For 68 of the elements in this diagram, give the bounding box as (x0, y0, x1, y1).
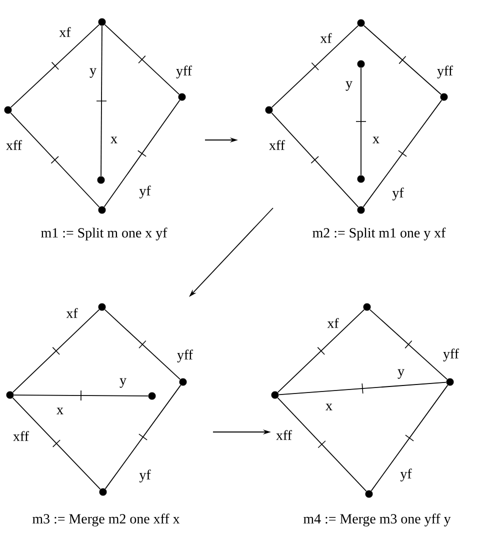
dart-label: y (346, 81, 352, 91)
graph-edge (271, 25, 359, 108)
dart-label: yff (177, 350, 193, 362)
vertex-dot (4, 106, 12, 114)
dart-label: x (56, 408, 64, 414)
vertex-dot (6, 391, 14, 399)
caption: m4 := Merge m3 one yff y (304, 514, 451, 526)
dart-label: xf (320, 33, 332, 43)
caption: m3 := Merge m2 one xff x (32, 514, 180, 526)
vertex-dot (179, 378, 187, 386)
graph-edge (277, 309, 365, 393)
graph-edge (104, 100, 180, 208)
vertex-dot (265, 106, 273, 114)
vertex-dot (440, 93, 448, 101)
dart-label: xff (276, 430, 292, 440)
dart-label: yf (139, 186, 151, 198)
graph-edge (12, 397, 101, 490)
dart-label: xf (327, 318, 339, 328)
vertex-dot (148, 392, 156, 400)
dart-label: y (398, 369, 404, 379)
vertex-dot (363, 303, 371, 311)
vertex-dot (178, 93, 186, 101)
graph-edge (278, 382, 446, 396)
dart-label: x (326, 404, 332, 410)
dart-label: yf (400, 468, 412, 482)
dart-label: xf (66, 308, 78, 318)
dart-label: x (372, 136, 380, 144)
graph-edge (104, 309, 181, 380)
graph-edge (12, 309, 100, 393)
dart-label: yf (392, 188, 404, 200)
dart-label: yff (437, 66, 453, 78)
dart-label: xff (6, 140, 22, 150)
vertex-dot (98, 303, 106, 311)
dart-label: xff (269, 140, 285, 150)
graph-edge (370, 384, 448, 492)
graph-edge (10, 24, 100, 108)
graph-edge (10, 112, 100, 208)
dart-label: xf (59, 27, 71, 37)
graph-edge (369, 309, 448, 380)
caption: m1 := Split m one x yf (41, 228, 168, 240)
graph-edge (104, 24, 180, 95)
graph-edge (104, 384, 182, 490)
vertex-dot (98, 206, 106, 214)
vertex-dot (357, 175, 365, 183)
dart-label: yff (443, 348, 459, 362)
graph-edge (356, 68, 366, 176)
caption: m2 := Split m1 one y xf (312, 228, 446, 240)
graph-edge (14, 390, 148, 401)
dart-label: y (120, 378, 126, 388)
vertex-dot (98, 18, 106, 26)
graph-edge (277, 397, 367, 492)
vertex-dot (357, 19, 365, 27)
graph-edge (96, 26, 107, 176)
vertex-dot (357, 206, 365, 214)
dart-label: y (90, 68, 96, 78)
graph-edge (362, 100, 442, 208)
dart-label: x (110, 136, 118, 144)
dart-label: yff (176, 66, 192, 78)
vertex-dot (271, 391, 279, 399)
graph-edge (364, 25, 442, 95)
dart-label: yf (139, 470, 151, 482)
graph-edge (271, 112, 359, 208)
vertex-dot (446, 378, 454, 386)
vertex-dot (365, 490, 373, 498)
vertex-dot (357, 60, 365, 68)
vertex-dot (99, 488, 107, 496)
vertex-dot (97, 176, 105, 184)
dart-label: xff (13, 431, 29, 441)
